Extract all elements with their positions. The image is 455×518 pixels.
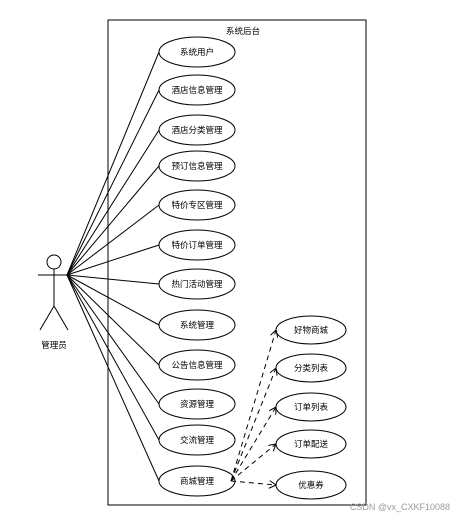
use-case: 预订信息管理 [158, 150, 236, 182]
use-case-label: 商城管理 [180, 476, 215, 487]
actor-label: 管理员 [41, 340, 67, 351]
use-case-label: 预订信息管理 [171, 161, 223, 172]
use-case-label: 特价订单管理 [171, 240, 223, 251]
system-title: 系统后台 [226, 26, 260, 37]
use-case-list: 系统用户酒店信息管理酒店分类管理预订信息管理特价专区管理特价订单管理热门活动管理… [158, 36, 236, 497]
use-case: 系统用户 [158, 36, 236, 68]
association-line [66, 129, 160, 276]
use-case: 酒店分类管理 [158, 114, 236, 146]
association-line [66, 274, 160, 285]
use-case-label: 酒店信息管理 [171, 85, 223, 96]
association-line [66, 274, 160, 405]
dependency-arrow [230, 368, 276, 482]
use-case: 公告信息管理 [158, 349, 236, 381]
use-case-ellipse [158, 74, 236, 106]
sub-case: 优惠券 [275, 470, 347, 500]
use-case: 酒店信息管理 [158, 74, 236, 106]
sub-case: 订单配送 [275, 429, 347, 459]
sub-case: 订单列表 [275, 392, 347, 422]
dependency-arrow [230, 330, 276, 482]
association-line [66, 274, 160, 326]
watermark: CSDN @vx_CXKF10088 [350, 502, 450, 512]
use-case: 特价专区管理 [158, 189, 236, 221]
use-case-label: 热门活动管理 [171, 279, 223, 290]
association-line [66, 89, 160, 276]
association-lines [66, 51, 160, 482]
use-case: 特价订单管理 [158, 229, 236, 261]
sub-case: 好物商城 [275, 315, 347, 345]
use-case-label: 公告信息管理 [171, 360, 223, 371]
use-case-label: 特价专区管理 [171, 200, 223, 211]
dependency-arrow [230, 444, 276, 482]
use-case-ellipse [158, 36, 236, 68]
use-case: 资源管理 [158, 388, 236, 420]
sub-case-label: 订单配送 [294, 439, 329, 450]
use-case-ellipse [158, 268, 236, 300]
use-case-label: 资源管理 [180, 399, 215, 410]
sub-case-label: 优惠券 [298, 480, 324, 491]
sub-case-label: 分类列表 [294, 363, 329, 374]
use-case-ellipse [158, 189, 236, 221]
use-case: 系统管理 [158, 309, 236, 341]
use-case: 交流管理 [158, 424, 236, 456]
dependency-arrow [230, 481, 276, 485]
use-case-label: 系统管理 [180, 320, 215, 331]
association-line [66, 51, 160, 276]
use-case-label: 酒店分类管理 [171, 125, 223, 136]
use-case-ellipse [158, 229, 236, 261]
use-case: 热门活动管理 [158, 268, 236, 300]
association-line [66, 165, 160, 276]
dependency-arrow [230, 407, 276, 482]
use-case: 商城管理 [158, 465, 236, 497]
association-line [66, 274, 160, 366]
use-case-ellipse [158, 114, 236, 146]
sub-case-label: 订单列表 [294, 402, 329, 413]
use-case-ellipse [158, 150, 236, 182]
sub-case-label: 好物商城 [294, 325, 329, 336]
association-line [66, 244, 160, 276]
system-boundary [107, 19, 367, 506]
sub-case: 分类列表 [275, 353, 347, 383]
use-case-label: 交流管理 [180, 435, 215, 446]
use-case-ellipse [158, 424, 236, 456]
association-line [66, 274, 160, 482]
use-case-ellipse [158, 309, 236, 341]
use-case-label: 系统用户 [180, 47, 214, 58]
actor-figure [38, 254, 70, 331]
use-case-ellipse [158, 388, 236, 420]
use-case-ellipse [158, 349, 236, 381]
dependency-arrows [230, 330, 276, 485]
association-line [66, 274, 160, 441]
association-line [66, 204, 160, 276]
